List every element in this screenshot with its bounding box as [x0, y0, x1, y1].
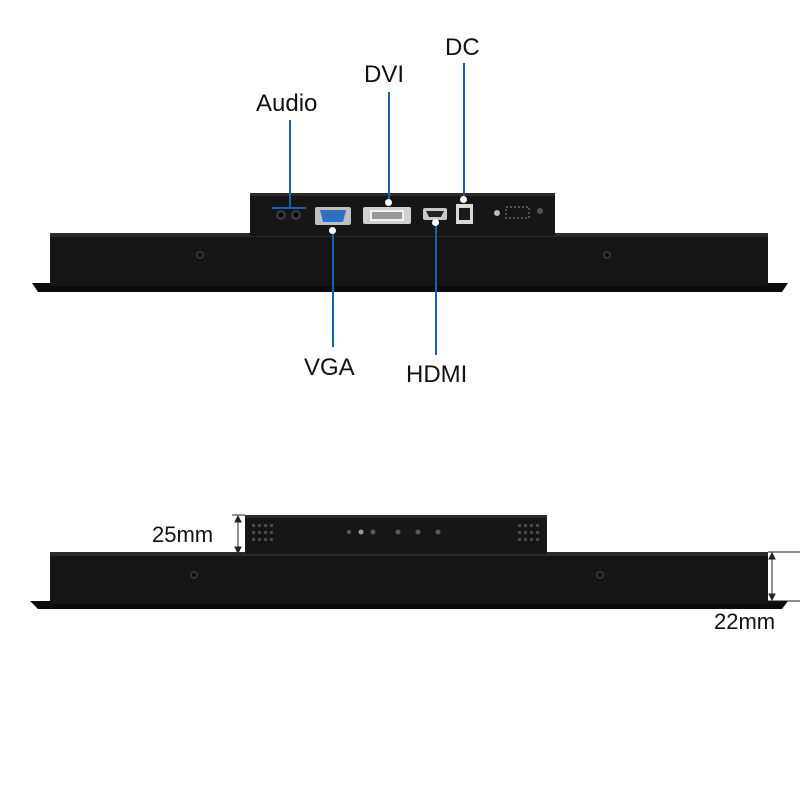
- frame-depth-label: 22mm: [714, 609, 776, 634]
- back-box: [245, 515, 547, 554]
- dip-switch: [505, 206, 530, 219]
- audio-jacks: [276, 210, 301, 220]
- dimension-25mm-marker: [232, 514, 245, 555]
- vent-grid-right: [518, 524, 539, 541]
- dc-dot: [460, 196, 467, 203]
- dc-label: DC: [445, 34, 480, 61]
- bottom-monitor-body: [50, 552, 768, 604]
- vga-connector: [315, 207, 351, 225]
- audio-leader-line: [289, 120, 291, 208]
- dimension-22mm-marker: [768, 551, 800, 602]
- vga-label: VGA: [304, 354, 355, 381]
- dvi-leader-line: [388, 92, 390, 202]
- dc-jack: [456, 204, 473, 224]
- hdmi-leader-line: [435, 222, 437, 355]
- audio-label: Audio: [256, 90, 318, 117]
- osd-buttons: [347, 529, 441, 535]
- dc-leader-line: [463, 63, 465, 198]
- hdmi-label: HDMI: [406, 361, 468, 388]
- dvi-label: DVI: [364, 61, 405, 88]
- hdmi-connector: [423, 208, 447, 220]
- vent-grid-left: [252, 524, 273, 541]
- vga-dot: [329, 227, 336, 234]
- vga-leader-line: [332, 230, 334, 347]
- power-led: [494, 210, 500, 216]
- box-depth-label: 25mm: [152, 522, 214, 547]
- top-monitor-body: [50, 233, 768, 286]
- audio-bracket: [272, 207, 306, 209]
- dvi-connector: [363, 207, 411, 224]
- small-screw: [537, 208, 543, 214]
- dvi-dot: [385, 199, 392, 206]
- hdmi-dot: [432, 219, 439, 226]
